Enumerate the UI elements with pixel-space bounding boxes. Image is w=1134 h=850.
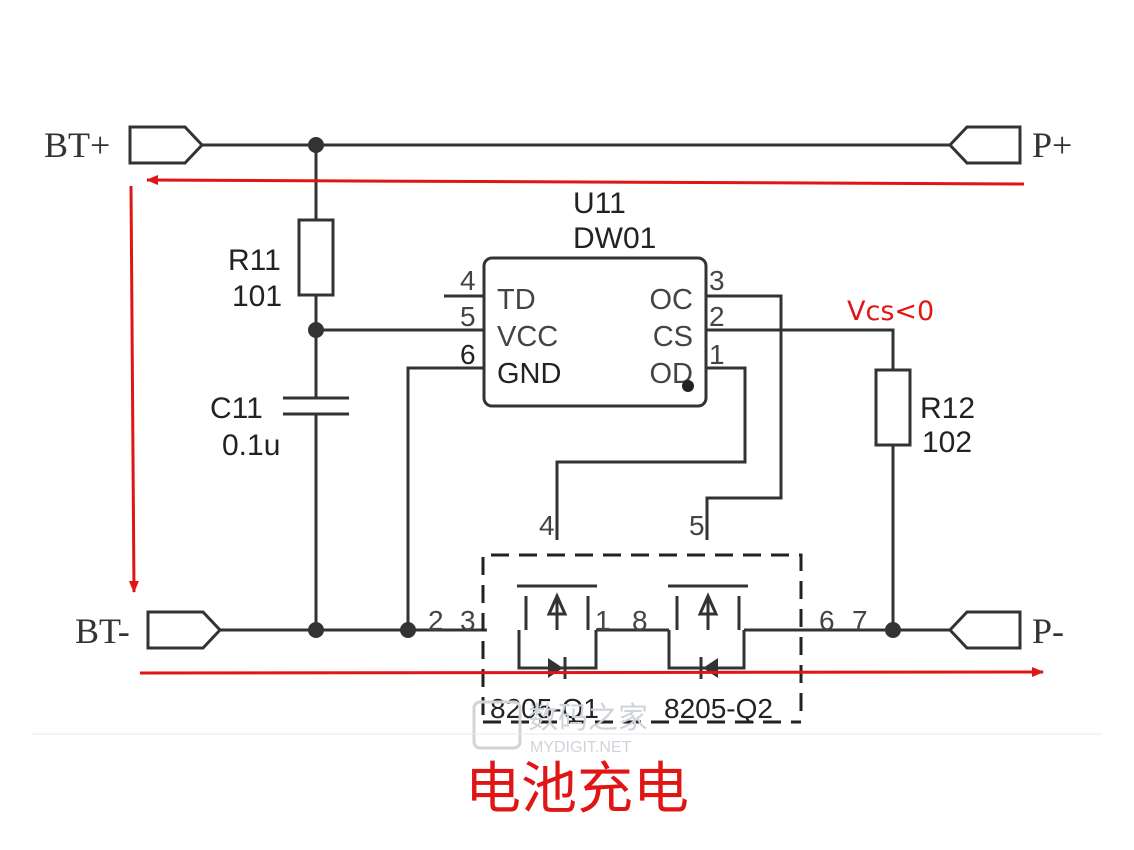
q1-label: 8205-Q1 (490, 693, 599, 724)
terminal-p-plus: P+ (947, 125, 1072, 165)
mosfet-pin: 3 (460, 605, 476, 636)
resistor-r12: R12 102 (874, 368, 975, 459)
p-minus-label: P- (1032, 611, 1064, 651)
ic-pin-num: 1 (709, 339, 725, 370)
wires (202, 143, 950, 632)
watermark-logo-text: 数码之家 (528, 702, 648, 735)
vcs-annotation: Vcs<0 (847, 296, 934, 327)
current-flow-arrows (128, 175, 1044, 678)
ic-pin-name-cs: CS (653, 321, 693, 353)
terminal-bt-plus: BT+ (44, 125, 205, 165)
p-plus-label: P+ (1032, 125, 1072, 165)
mosfet-pin: 8 (632, 605, 648, 636)
ic-pin-num: 5 (460, 301, 476, 332)
junctions (308, 137, 901, 638)
watermark-url: MYDIGIT.NET (530, 739, 632, 756)
watermark: 数码之家 MYDIGIT.NET (472, 700, 648, 756)
bt-minus-label: BT- (75, 611, 130, 651)
r11-ref: R11 (228, 244, 281, 277)
q1-gate-pin: 4 (539, 510, 555, 541)
ic-pin-name-td: TD (497, 284, 536, 316)
ic-pin-name-gnd: GND (497, 358, 561, 390)
q2-label: 8205-Q2 (664, 693, 773, 724)
c11-value: 0.1u (222, 429, 280, 462)
ic-ref: U11 (573, 187, 626, 220)
terminal-bt-minus: BT- (75, 610, 223, 651)
ic-pin-name-oc: OC (650, 284, 694, 316)
r12-ref: R12 (920, 392, 975, 425)
mosfet-pin: 6 (819, 605, 835, 636)
arrow-top-left (146, 175, 1025, 186)
pin1-marker-dot (682, 380, 694, 392)
mosfet-pin: 1 (595, 605, 611, 636)
mosfet-pin: 7 (852, 605, 868, 636)
mosfet-q1 (517, 584, 598, 679)
ic-pin-num: 3 (709, 265, 725, 296)
ic-pin-num: 6 (460, 339, 476, 370)
c11-ref: C11 (210, 392, 263, 425)
arrow-bottom-right (139, 667, 1044, 678)
ic-pin-name-vcc: VCC (497, 321, 558, 353)
ic-part: DW01 (573, 222, 656, 255)
ic-pin-num: 4 (460, 265, 476, 296)
arrow-left-down (128, 185, 139, 593)
bt-plus-label: BT+ (44, 125, 110, 165)
terminal-p-minus: P- (947, 610, 1064, 651)
ic-pin-num: 2 (709, 301, 725, 332)
r11-value: 101 (232, 280, 282, 313)
caption-title: 电池充电 (465, 757, 689, 822)
ic-u11: U11 DW01 4 5 6 TD VCC GND 3 2 1 OC CS OD (460, 187, 725, 408)
mosfet-package-8205: 4 5 2 3 1 8 6 7 8205-Q1 8205-Q2 (428, 510, 868, 724)
resistor-r11: R11 101 (228, 218, 335, 313)
q2-gate-pin: 5 (689, 510, 705, 541)
r12-value: 102 (922, 426, 972, 459)
mosfet-pin: 2 (428, 605, 444, 636)
watermark-logo-icon (472, 700, 522, 750)
capacitor-c11: C11 0.1u (210, 392, 349, 462)
mosfet-q2 (667, 584, 748, 679)
